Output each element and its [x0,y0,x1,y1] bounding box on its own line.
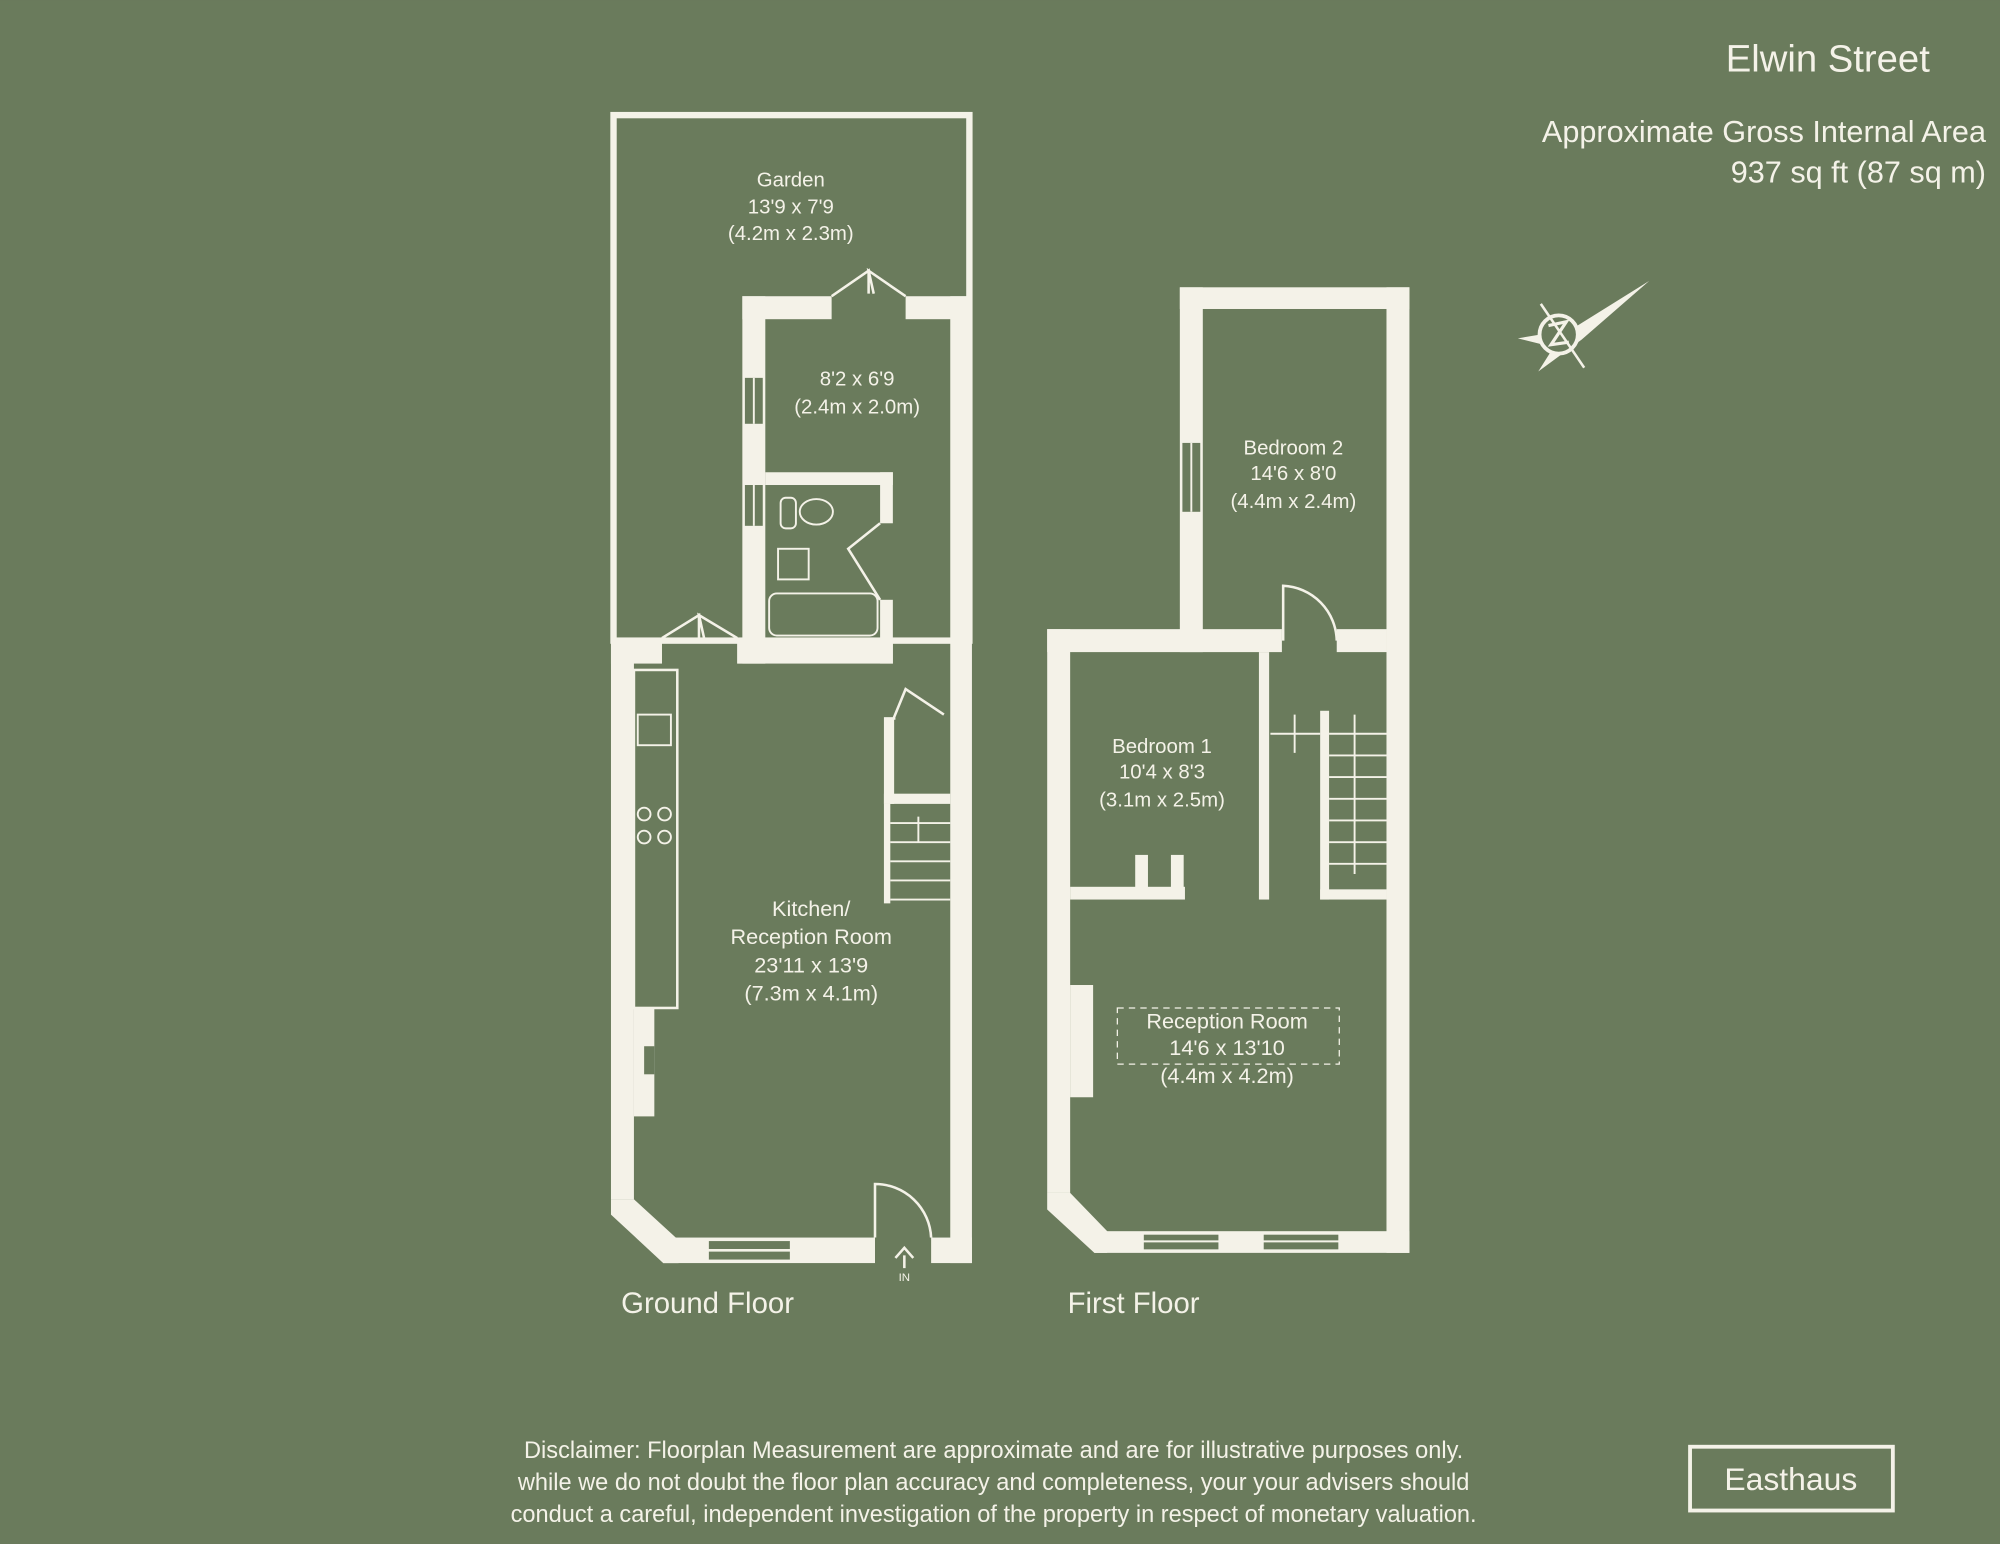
svg-text:(4.4m x 2.4m): (4.4m x 2.4m) [1230,491,1356,513]
north-compass-icon [1517,280,1650,372]
property-title: Elwin Street [1726,38,1930,81]
room-bedroom-1: Bedroom 1 10'4 x 8'3 (3.1m x 2.5m) [1099,736,1225,812]
svg-text:(4.2m x 2.3m): (4.2m x 2.3m) [728,223,854,245]
svg-text:(3.1m x 2.5m): (3.1m x 2.5m) [1099,789,1225,811]
room-reception: Reception Room 14'6 x 13'10 (4.4m x 4.2m… [1146,1008,1307,1088]
entrance-label: IN [899,1272,910,1284]
svg-text:Disclaimer: Floorplan Measurem: Disclaimer: Floorplan Measurement are ap… [524,1437,1463,1463]
svg-text:Easthaus: Easthaus [1724,1461,1857,1497]
first-floor-plan: Bedroom 2 14'6 x 8'0 (4.4m x 2.4m) Bedro… [1047,287,1410,1320]
svg-text:Reception Room: Reception Room [731,924,892,949]
svg-text:(4.4m x 4.2m): (4.4m x 4.2m) [1160,1063,1294,1088]
brand-logo: Easthaus [1688,1444,1895,1513]
ground-floor-label: Ground Floor [621,1287,794,1320]
svg-text:Kitchen/: Kitchen/ [772,896,851,921]
svg-text:8'2 x 6'9: 8'2 x 6'9 [820,369,895,391]
disclaimer: Disclaimer: Floorplan Measurement are ap… [511,1437,1477,1527]
area-value: 937 sq ft (87 sq m) [1731,156,1986,190]
room-extension: 8'2 x 6'9 (2.4m x 2.0m) [794,369,920,419]
svg-text:conduct a careful, independent: conduct a careful, independent investiga… [511,1501,1477,1527]
svg-text:Bedroom 2: Bedroom 2 [1243,437,1343,459]
first-floor-label: First Floor [1068,1287,1200,1320]
svg-text:13'9 x 7'9: 13'9 x 7'9 [748,196,834,218]
svg-text:(7.3m x 4.1m): (7.3m x 4.1m) [744,980,878,1005]
room-bedroom-2: Bedroom 2 14'6 x 8'0 (4.4m x 2.4m) [1230,437,1356,513]
room-kitchen-reception: Kitchen/ Reception Room 23'11 x 13'9 (7.… [731,896,892,1005]
svg-text:14'6 x 13'10: 14'6 x 13'10 [1169,1035,1285,1060]
area-label: Approximate Gross Internal Area [1542,115,1987,149]
svg-text:Bedroom 1: Bedroom 1 [1112,736,1212,758]
svg-text:10'4 x 8'3: 10'4 x 8'3 [1119,761,1205,783]
svg-text:14'6 x 8'0: 14'6 x 8'0 [1250,463,1336,485]
svg-text:Reception Room: Reception Room [1146,1008,1307,1033]
ground-floor-plan: IN Garden 13'9 x 7'9 (4.2m x 2.3m) 8'2 x… [610,111,973,1320]
svg-text:while we do not doubt the floo: while we do not doubt the floor plan acc… [517,1469,1470,1495]
svg-text:23'11 x 13'9: 23'11 x 13'9 [754,952,868,977]
svg-text:(2.4m x 2.0m): (2.4m x 2.0m) [794,397,920,419]
room-garden: Garden 13'9 x 7'9 (4.2m x 2.3m) [728,170,854,246]
entrance-arrow-icon [894,1245,915,1269]
svg-text:Garden: Garden [757,170,825,192]
